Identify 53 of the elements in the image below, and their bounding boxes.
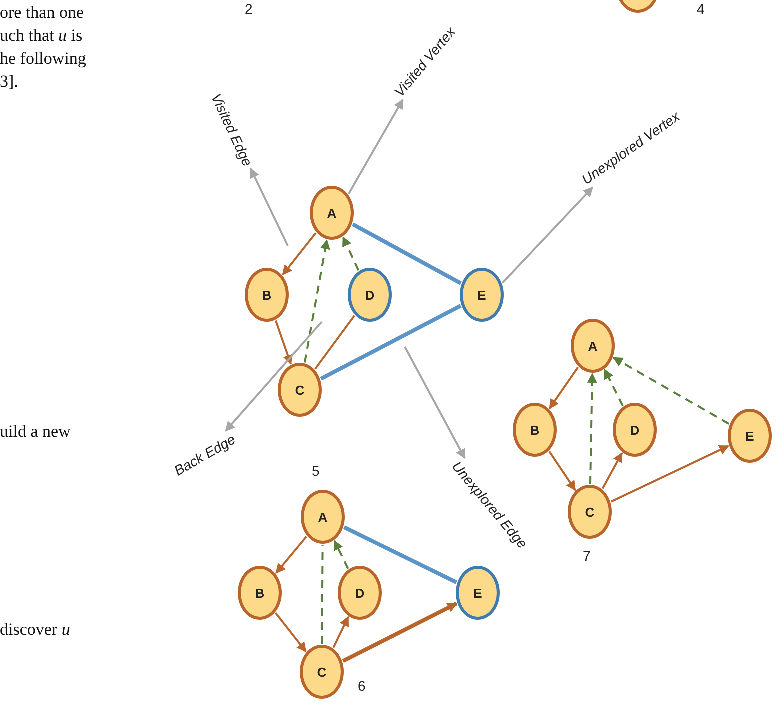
vertex-circle: E <box>460 268 504 322</box>
text-fragment: discover u <box>0 620 70 640</box>
leader-line <box>404 346 466 460</box>
vertex-circle: A <box>301 490 345 544</box>
arrow <box>334 540 350 570</box>
vertex-circle: A <box>571 319 615 373</box>
edge-line <box>321 545 324 644</box>
arrow <box>282 232 317 276</box>
figure-number: 6 <box>358 678 366 694</box>
arrow <box>332 616 350 648</box>
figure-number: 7 <box>583 548 591 564</box>
figure-number: 2 <box>245 1 253 17</box>
vertex-circle: D <box>348 268 392 322</box>
callout-label: Back Edge <box>172 431 238 479</box>
arrow <box>275 320 293 366</box>
arrow <box>275 612 307 653</box>
leader-line <box>225 321 323 432</box>
arrow <box>612 357 730 425</box>
edge-line <box>343 526 458 584</box>
vertex-circle: B <box>513 403 557 457</box>
vertex-circle: D <box>613 403 657 457</box>
arrow <box>342 602 458 664</box>
text-fragment: uild a new <box>0 422 71 442</box>
arrow <box>276 536 308 574</box>
text-fragment: 3]. <box>0 72 18 92</box>
leader-line <box>348 99 404 194</box>
vertex-circle: A <box>310 186 354 240</box>
figure-number: 5 <box>312 463 320 479</box>
arrow <box>548 451 576 492</box>
vertex-circle: C <box>568 485 612 539</box>
vertex-circle: E <box>456 566 500 620</box>
edge-line <box>314 315 356 370</box>
vertex-circle: C <box>278 363 322 417</box>
leader-line <box>502 186 594 284</box>
vertex-circle: C <box>300 645 344 699</box>
arrow <box>304 239 330 363</box>
leader-line <box>250 168 289 246</box>
arrow <box>611 445 730 503</box>
arrow <box>548 366 580 410</box>
text-fragment: he following <box>0 49 86 69</box>
edge-line <box>352 222 462 286</box>
text-fragment: uch that u is <box>0 26 83 46</box>
vertex-circle: D <box>338 566 382 620</box>
text-fragment: ore than one <box>0 3 84 23</box>
vertex-circle: B <box>245 268 289 322</box>
vertex-circle: B <box>238 566 282 620</box>
arrow <box>604 369 624 407</box>
figure-number: 4 <box>697 1 705 17</box>
arrow <box>587 373 598 484</box>
edge-line <box>320 304 462 381</box>
arrow <box>602 452 624 490</box>
vertex-circle: E <box>728 409 772 463</box>
arrow <box>342 236 360 272</box>
